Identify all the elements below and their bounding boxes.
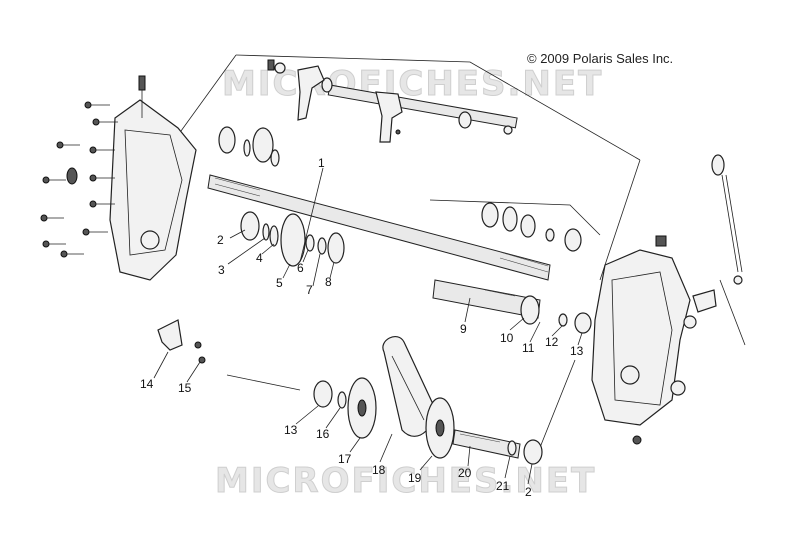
callout-13-lower: 13 [284,423,298,437]
callout-8: 8 [325,275,332,289]
callout-1: 1 [318,156,325,170]
right-bracket [692,279,746,346]
callout-6: 6 [297,261,304,275]
callout-18: 18 [372,463,386,477]
shift-fork-left [267,59,325,121]
callout-11: 11 [522,341,535,355]
main-shaft-gears [240,211,345,267]
copyright-notice: © 2009 Polaris Sales Inc. [527,51,673,66]
clip-screws [194,341,206,364]
shift-fork-right [375,91,403,143]
callout-5: 5 [276,276,283,290]
callout-10: 10 [500,331,514,345]
callout-9: 9 [460,322,467,336]
callout-21: 21 [496,479,510,493]
callout-3: 3 [218,263,225,277]
main-shaft [207,174,551,281]
shift-fork-shaft [321,77,518,135]
callout-4: 4 [256,251,263,265]
output-shaft [432,279,592,334]
upper-right-group-outline [429,199,601,236]
lower-shaft [452,429,543,465]
dipstick [711,154,743,285]
drive-chain [382,336,435,437]
callout-16: 16 [316,427,330,441]
right-case-housing [591,235,697,445]
callout-7: 7 [306,283,313,297]
callout-13-upper: 13 [570,344,584,358]
callout-12: 12 [545,335,559,349]
callout-20: 20 [458,466,472,480]
callout-15: 15 [178,381,192,395]
left-case-bolts [40,101,118,258]
callout-2-upper: 2 [217,233,224,247]
top-assembly-leader-right [599,159,641,281]
lower-gear-set-left [313,377,377,439]
callout-leaders [153,167,583,485]
lower-gear-large [425,397,455,459]
upper-gear-group [218,126,280,167]
callout-19: 19 [408,471,422,485]
upper-right-gear-set [481,202,582,252]
callout-2-lower: 2 [525,485,532,499]
callout-17: 17 [338,452,352,466]
callout-14: 14 [140,377,154,391]
lower-right-leader [534,359,576,461]
watermark-bottom: MICROFICHES.NET [215,461,596,501]
left-case-cover [109,75,197,281]
top-assembly-outline [235,54,641,161]
lower-leader [226,374,301,391]
retaining-clip [157,319,183,351]
